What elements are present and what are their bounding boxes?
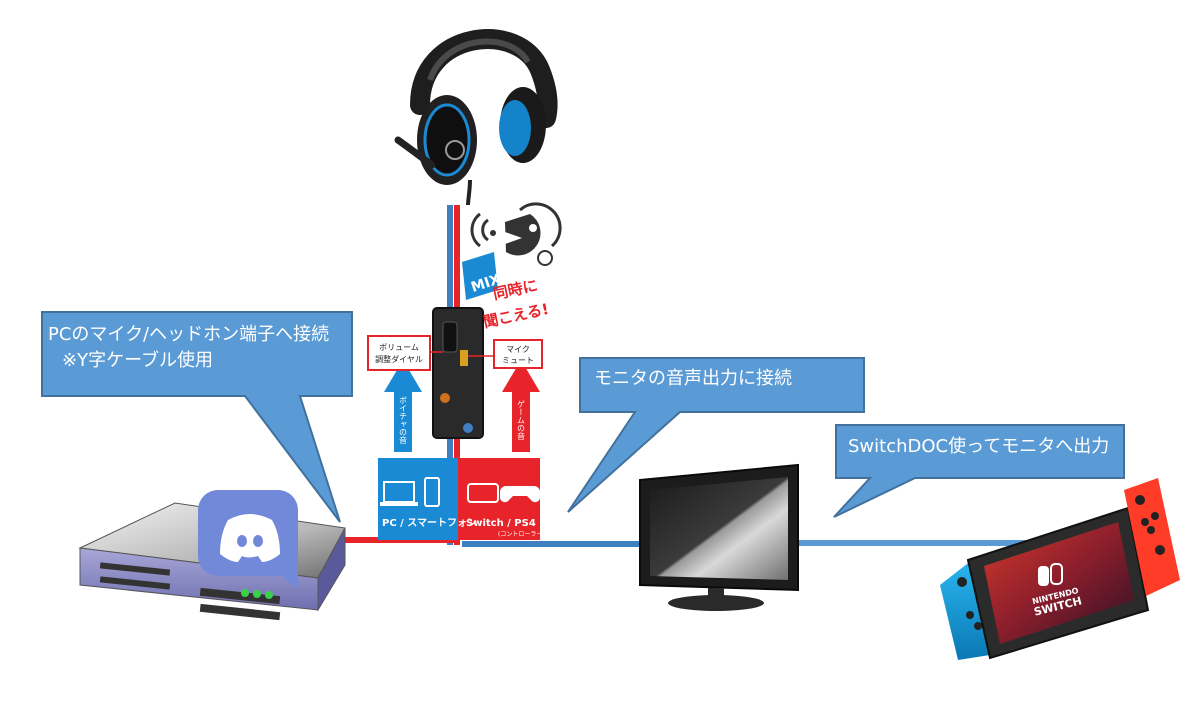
boom-mic (394, 136, 436, 169)
game-audio-arrow (502, 360, 540, 452)
switch-console-icon (467, 483, 499, 503)
mute-callout (493, 339, 543, 369)
mix-banner (462, 252, 498, 300)
pc-led-2 (253, 590, 261, 598)
mute-label-line2: ミュート (502, 356, 534, 365)
callout-pc: PCのマイク/ヘッドホン端子へ接続 ※Y字ケーブル使用 (41, 311, 353, 523)
jack-orange-icon (440, 393, 450, 403)
callout-switch-text: SwitchDOC使ってモニタへ出力 (848, 436, 1109, 457)
character-with-headset-icon (505, 202, 562, 266)
right-device-sub: (コントローラー) (498, 531, 545, 538)
voice-chat-arrow (384, 360, 422, 452)
callout-monitor-text: モニタの音声出力に接続 (594, 368, 792, 389)
logitech-logo-icon (445, 140, 465, 160)
gamepad-icon (500, 486, 540, 503)
callout-switch: SwitchDOC使ってモニタへ出力 (833, 424, 1125, 518)
volume-label-line2: 調整ダイヤル (375, 354, 423, 364)
jack-blue-icon (463, 423, 473, 433)
voice-chat-label: ボイチャの音 (399, 396, 408, 445)
pc-led-3 (265, 591, 273, 599)
pc-led-1 (241, 589, 249, 597)
pc-source-panel (378, 458, 458, 540)
discord-logo-icon (198, 490, 298, 590)
nintendo-switch-image: NINTENDO SWITCH (940, 478, 1180, 660)
game-audio-label: ゲームの音 (517, 400, 526, 441)
mixer-dongle (432, 307, 484, 439)
joycon-right-image (1124, 478, 1180, 596)
callout-pc-line1: PCのマイク/ヘッドホン端子へ接続 (48, 324, 329, 345)
right-device-label: Switch / PS4 (466, 518, 536, 529)
left-device-label: PC / スマートフォン (382, 517, 477, 529)
simultaneous-line2: 聞こえる! (482, 300, 551, 331)
product-graphic: ボイチャの音 ゲームの音 PC / スマートフォン Switch / PS4 (… (367, 202, 562, 540)
callout-pc-line2: ※Y字ケーブル使用 (62, 349, 213, 371)
smartphone-icon (424, 477, 440, 507)
voice-wave-icon (470, 212, 496, 248)
volume-dial (442, 321, 458, 353)
joycon-left-image (940, 560, 990, 660)
mute-switch (460, 350, 468, 366)
monitor-image (639, 463, 799, 611)
headset-image (394, 29, 558, 206)
switch-logo-icon (1038, 563, 1063, 586)
callout-monitor: モニタの音声出力に接続 (567, 357, 865, 513)
mute-label-line1: マイク (506, 345, 530, 354)
volume-dial-callout (367, 335, 431, 371)
volume-label-line1: ボリューム (379, 343, 419, 352)
laptop-icon (380, 481, 418, 506)
